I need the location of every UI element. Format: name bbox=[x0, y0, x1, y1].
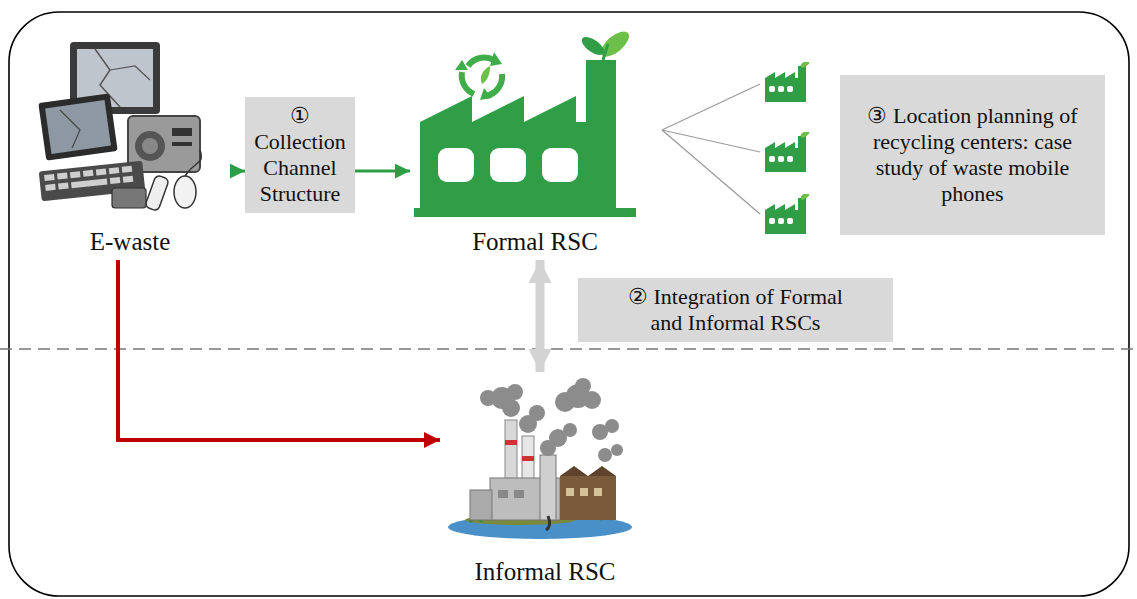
illustration-part bbox=[611, 444, 623, 456]
illustration-part bbox=[597, 27, 633, 61]
illustration-part bbox=[605, 419, 619, 433]
illustration-part bbox=[529, 405, 545, 421]
recycling-center-icon bbox=[765, 59, 811, 102]
illustration-part bbox=[514, 490, 524, 498]
illustration-part bbox=[583, 391, 601, 409]
illustration-part bbox=[505, 440, 517, 445]
illustration-part bbox=[58, 183, 69, 190]
divider-line bbox=[0, 348, 1137, 350]
illustration-part bbox=[662, 84, 760, 130]
node-label: Informal RSC bbox=[475, 557, 616, 587]
illustration-part bbox=[480, 378, 623, 462]
illustration-part bbox=[438, 148, 474, 182]
illustration-part bbox=[566, 488, 574, 496]
outer-frame bbox=[9, 12, 1129, 596]
illustration-part bbox=[455, 60, 468, 70]
illustration-part bbox=[546, 516, 550, 530]
illustration-part bbox=[44, 166, 133, 191]
recycling-center-icon bbox=[765, 129, 811, 172]
illustration-part bbox=[490, 52, 502, 66]
illustration-part bbox=[603, 44, 608, 60]
e-waste-illustration bbox=[38, 42, 201, 211]
illustration-part bbox=[172, 142, 192, 146]
illustration-part bbox=[480, 88, 492, 100]
node-label: E-waste bbox=[90, 227, 171, 257]
illustration-part bbox=[57, 173, 68, 180]
illustration-part bbox=[462, 72, 474, 94]
illustration-part bbox=[490, 148, 526, 182]
illustration-part bbox=[542, 148, 578, 182]
illustration-part bbox=[122, 166, 133, 173]
illustration-part bbox=[123, 176, 134, 183]
illustration-part bbox=[45, 184, 56, 191]
illustration-part bbox=[486, 74, 502, 96]
illustration-part bbox=[662, 130, 760, 214]
e-waste-node: E-waste bbox=[30, 28, 230, 260]
step-label: ② Integration of Formal and Informal RSC… bbox=[612, 284, 859, 336]
illustration-part bbox=[110, 177, 121, 184]
illustration-part bbox=[145, 175, 170, 212]
illustration-part bbox=[172, 128, 192, 136]
illustration-part bbox=[83, 170, 94, 177]
process-box: ① Collection Channel Structure bbox=[245, 97, 355, 213]
step-label: ① Collection Channel Structure bbox=[251, 103, 349, 207]
illustration-part bbox=[598, 448, 612, 462]
illustration-part bbox=[185, 150, 201, 176]
flow-arrow bbox=[536, 260, 545, 372]
step-label: ③ Location planning of recycling centers… bbox=[850, 103, 1095, 207]
illustration-part bbox=[563, 423, 577, 437]
process-box: ② Integration of Formal and Informal RSC… bbox=[578, 278, 893, 342]
flow-arrow bbox=[355, 170, 410, 173]
illustration-part bbox=[414, 208, 636, 217]
illustration-part bbox=[71, 178, 107, 188]
illustration-part bbox=[70, 171, 81, 178]
illustration-part bbox=[174, 176, 196, 208]
illustration-part bbox=[112, 188, 146, 208]
informal-factory-illustration bbox=[448, 378, 632, 539]
flow-arrow bbox=[118, 260, 440, 440]
illustration-part bbox=[481, 66, 490, 84]
process-box: ③ Location planning of recycling centers… bbox=[840, 75, 1105, 235]
illustration-part bbox=[45, 100, 111, 154]
illustration-part bbox=[580, 488, 588, 496]
illustration-part bbox=[498, 490, 508, 498]
illustration-part bbox=[662, 130, 760, 152]
illustration-part bbox=[44, 174, 55, 181]
illustration-part bbox=[579, 34, 607, 59]
illustration-part bbox=[575, 378, 591, 394]
illustration-part bbox=[109, 167, 120, 174]
node-label: Formal RSC bbox=[472, 227, 598, 257]
illustration-part bbox=[468, 58, 494, 66]
illustration-part bbox=[480, 390, 496, 406]
illustration-part bbox=[522, 456, 534, 461]
illustration-part bbox=[96, 168, 107, 175]
illustration-part bbox=[135, 131, 165, 161]
illustration-part bbox=[38, 93, 117, 160]
illustration-part bbox=[420, 60, 616, 213]
illustration-part bbox=[110, 66, 150, 80]
formal-rsc-node: Formal RSC bbox=[410, 28, 660, 260]
illustration-part bbox=[594, 488, 602, 496]
flow-arrow bbox=[230, 170, 245, 173]
informal-rsc-node: Informal RSC bbox=[440, 372, 650, 590]
illustration-part bbox=[540, 455, 556, 520]
illustration-part bbox=[60, 110, 80, 148]
illustration-part bbox=[507, 384, 523, 400]
branch-lines bbox=[662, 84, 760, 214]
illustration-part bbox=[470, 490, 492, 520]
illustration-part bbox=[142, 138, 158, 154]
illustration-part bbox=[560, 466, 616, 476]
formal-factory-illustration bbox=[414, 27, 636, 217]
recycling-center-icon bbox=[765, 191, 811, 234]
illustration-part bbox=[560, 476, 616, 520]
